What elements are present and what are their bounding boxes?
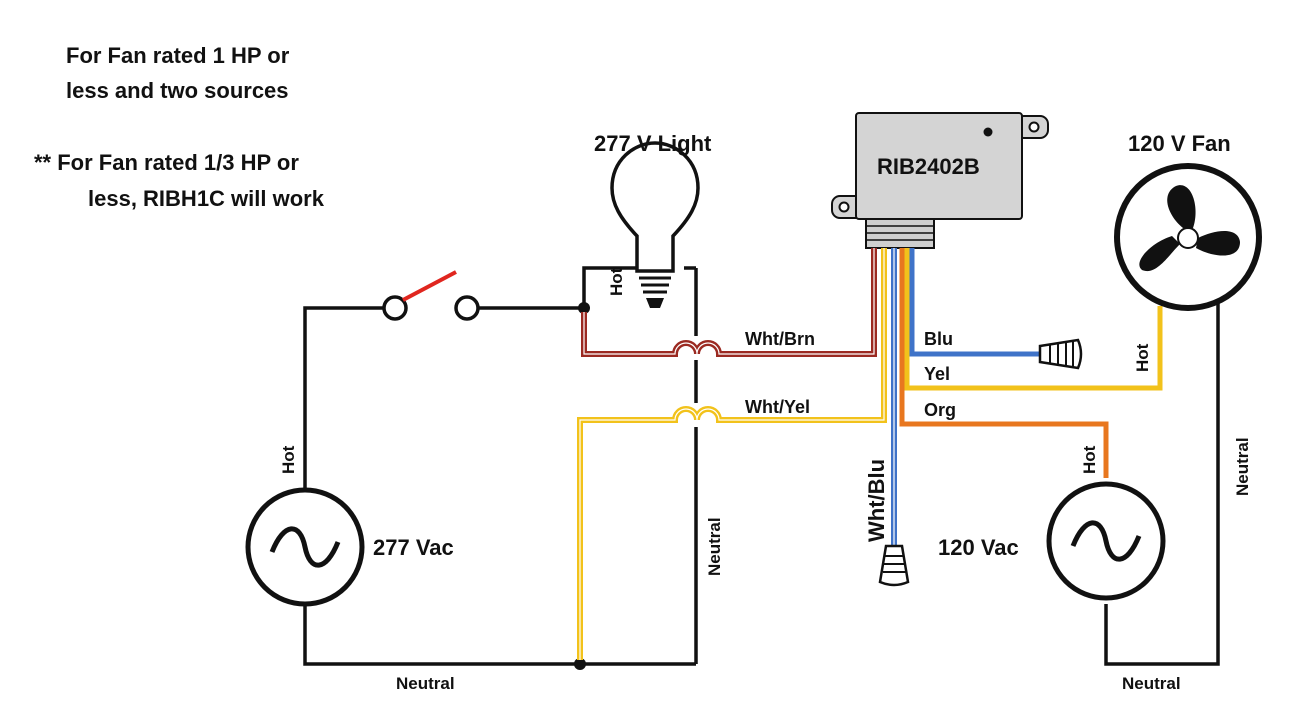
wire-wht-brn xyxy=(581,248,877,357)
label-org: Org xyxy=(924,400,956,420)
source-277vac xyxy=(245,487,365,607)
light-title: 277 V Light xyxy=(594,131,712,156)
switch-blade xyxy=(402,270,457,302)
ac-wave-icon xyxy=(1070,520,1142,562)
right-circuit-wires xyxy=(1104,294,1220,666)
relay-body xyxy=(855,112,1023,220)
wire-light-neutral-top xyxy=(684,266,698,336)
wire-nut-blu-icon xyxy=(1038,338,1083,370)
light-hot-label: Hot xyxy=(607,267,626,296)
source-277-hot-label: Hot xyxy=(279,445,298,474)
note-1-line-2: less and two sources xyxy=(66,78,289,103)
note-2-line-2: less, RIBH1C will work xyxy=(88,186,325,211)
switch xyxy=(382,270,480,321)
fan-icon xyxy=(1114,163,1262,311)
fan-neutral-label: Neutral xyxy=(1233,437,1252,496)
wire-277-neutral xyxy=(303,604,696,666)
label-blu: Blu xyxy=(924,329,953,349)
label-wht-brn: Wht/Brn xyxy=(745,329,815,349)
source-120vac xyxy=(1046,481,1166,601)
light-neutral-label: Neutral xyxy=(705,517,724,576)
source-120-label: 120 Vac xyxy=(938,535,1019,560)
switch-contact-left xyxy=(382,295,408,321)
light-bulb-icon xyxy=(610,141,700,308)
note-1-line-1: For Fan rated 1 HP or xyxy=(66,43,290,68)
bottom-neutral-right: Neutral xyxy=(1122,674,1181,693)
wire-120-neutral xyxy=(1104,294,1220,666)
relay-rib2402b xyxy=(831,112,1049,249)
wire-277-hot xyxy=(303,306,384,490)
junction-dot-bottom xyxy=(574,658,586,670)
label-wht-blu: Wht/Blu xyxy=(864,459,889,542)
note-2-line-1: ** For Fan rated 1/3 HP or xyxy=(34,150,299,175)
label-wht-yel: Wht/Yel xyxy=(745,397,810,417)
wire-nut-wht-blu-icon xyxy=(878,544,910,587)
source-120-hot-label: Hot xyxy=(1080,445,1099,474)
wire-light-hot xyxy=(582,266,636,308)
source-277-label: 277 Vac xyxy=(373,535,454,560)
bottom-neutral-left: Neutral xyxy=(396,674,455,693)
label-yel: Yel xyxy=(924,364,950,384)
left-circuit-wires xyxy=(303,266,698,666)
wire-org xyxy=(899,248,1109,478)
fan-title: 120 V Fan xyxy=(1128,131,1231,156)
fan-hot-label: Hot xyxy=(1133,343,1152,372)
wire-blu xyxy=(909,248,1040,357)
notes: For Fan rated 1 HP or less and two sourc… xyxy=(34,43,325,211)
wire-wht-yel xyxy=(577,248,887,660)
wire-yel xyxy=(904,248,1163,391)
ac-wave-icon xyxy=(269,526,341,568)
junction-dot-top xyxy=(578,302,590,314)
switch-contact-right xyxy=(454,295,480,321)
relay-model-label: RIB2402B xyxy=(877,154,980,179)
relay-indicator-icon xyxy=(983,127,993,137)
